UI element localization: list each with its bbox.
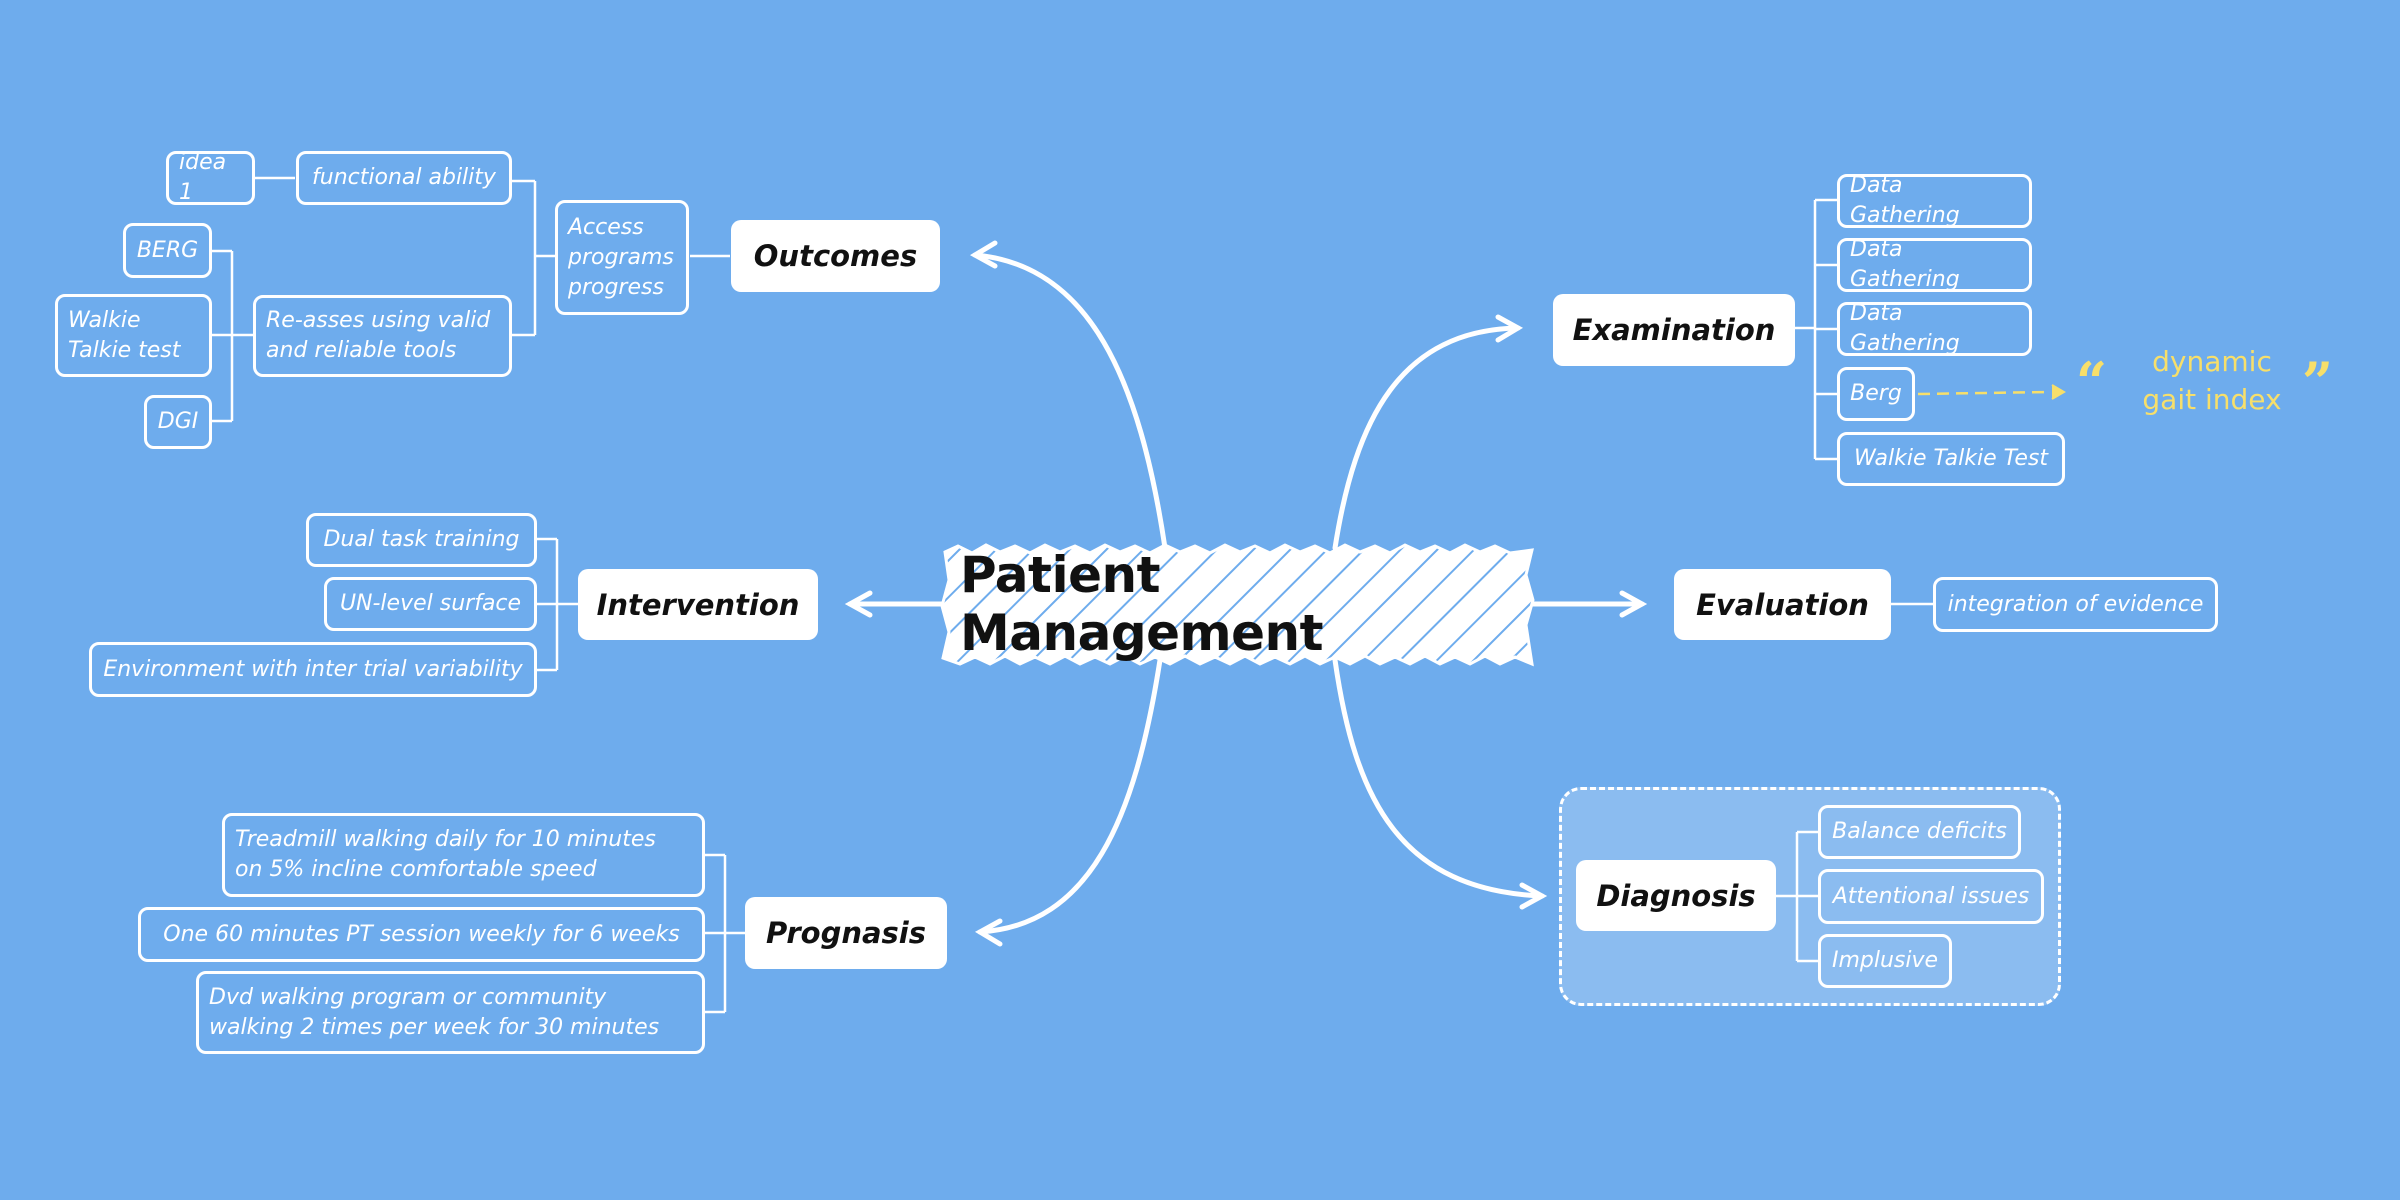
- examination-node[interactable]: Examination: [1553, 294, 1795, 366]
- reassess-node[interactable]: Re-asses using valid and reliable tools: [253, 295, 512, 377]
- diagnosis-item[interactable]: Attentional issues: [1818, 869, 2044, 924]
- center-topic[interactable]: Patient Management: [960, 546, 1324, 662]
- examination-item[interactable]: Data Gathering: [1837, 301, 2032, 356]
- berg-node[interactable]: BERG: [123, 223, 212, 278]
- branch-outcomes: [972, 252, 1168, 551]
- arrow-intervention: [844, 590, 873, 618]
- outcomes-node[interactable]: Outcomes: [731, 220, 940, 292]
- dgi-node[interactable]: DGI: [144, 395, 212, 449]
- evaluation-node[interactable]: Evaluation: [1674, 569, 1891, 640]
- outcomes-access-node[interactable]: Access programs progress: [555, 200, 689, 315]
- open-quote-icon: “: [2076, 350, 2108, 414]
- examination-item[interactable]: Data Gathering: [1837, 237, 2032, 292]
- prognosis-item[interactable]: Treadmill walking daily for 10 minutes o…: [222, 813, 705, 897]
- arrow-outcomes: [969, 240, 998, 269]
- annotation-arrow: [1917, 390, 2051, 396]
- intervention-item[interactable]: Dual task training: [306, 513, 537, 567]
- examination-item[interactable]: Data Gathering: [1837, 173, 2032, 228]
- intervention-item[interactable]: UN-level surface: [324, 577, 537, 631]
- arrow-examination: [1495, 314, 1524, 343]
- evaluation-item[interactable]: integration of evidence: [1933, 577, 2218, 632]
- arrow-prognosis: [974, 918, 1003, 947]
- diagnosis-item[interactable]: Balance deficits: [1818, 805, 2021, 859]
- idea-node[interactable]: idea 1: [166, 150, 255, 205]
- close-quote-icon: ”: [2302, 350, 2334, 414]
- branch-diagnosis: [1332, 657, 1545, 899]
- center-topic-box: [940, 543, 1535, 667]
- prognosis-item[interactable]: One 60 minutes PT session weekly for 6 w…: [138, 907, 705, 962]
- prognosis-node[interactable]: Prognasis: [745, 897, 947, 969]
- walkie-talkie-node[interactable]: Walkie Talkie test: [55, 294, 212, 377]
- prognosis-item[interactable]: Dvd walking program or community walking…: [196, 971, 705, 1054]
- branch-examination: [1332, 325, 1521, 551]
- diagnosis-node[interactable]: Diagnosis: [1576, 860, 1776, 931]
- intervention-node[interactable]: Intervention: [578, 569, 818, 640]
- examination-item-berg[interactable]: Berg: [1837, 367, 1915, 421]
- annotation-text[interactable]: dynamic gait index: [2142, 345, 2282, 416]
- arrow-diagnosis: [1519, 882, 1548, 910]
- intervention-item[interactable]: Environment with inter trial variability: [89, 642, 537, 697]
- examination-item[interactable]: Walkie Talkie Test: [1837, 432, 2065, 486]
- diagnosis-item[interactable]: Implusive: [1818, 934, 1952, 988]
- functional-ability-node[interactable]: functional ability: [296, 151, 512, 205]
- arrow-evaluation: [1619, 590, 1648, 618]
- branch-prognosis: [977, 657, 1163, 935]
